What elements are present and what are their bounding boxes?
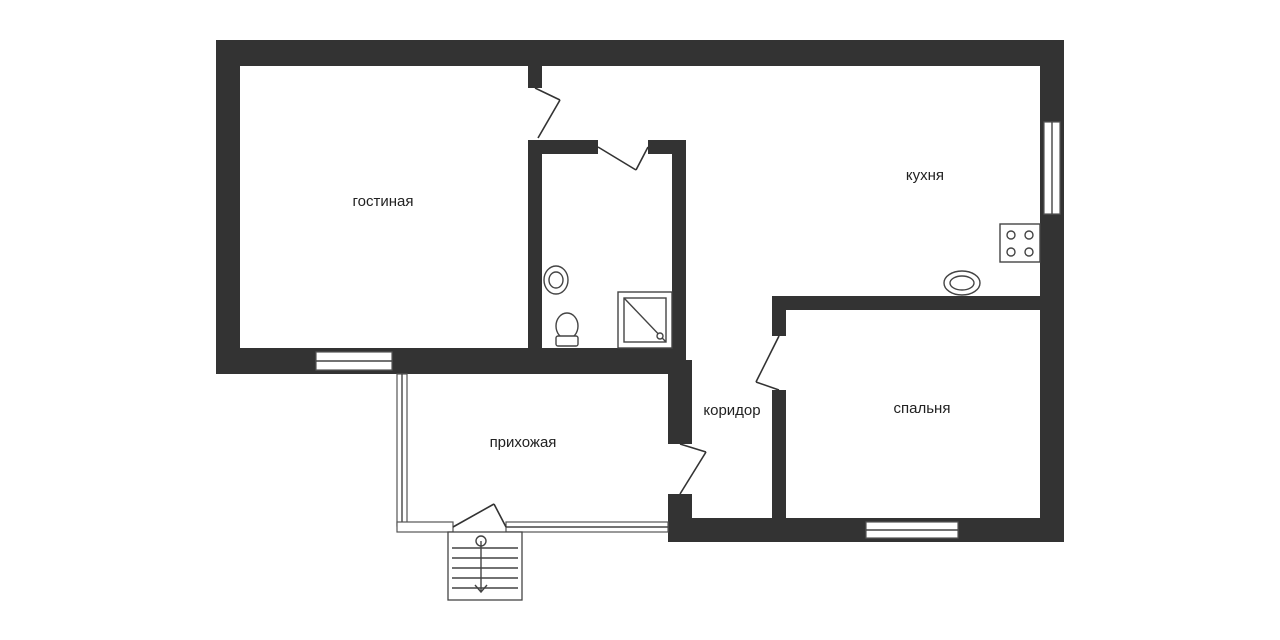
wall-right	[1040, 40, 1064, 542]
wall-bathroom-top-left	[528, 140, 598, 154]
wall-bathroom-left	[528, 140, 542, 350]
door-living-kitchen	[534, 87, 561, 139]
doors	[452, 87, 780, 528]
kitchen-sink-icon	[943, 270, 981, 296]
walls	[216, 40, 1064, 542]
stove-icon	[999, 223, 1041, 263]
door-entrance	[452, 503, 507, 528]
door-hallway-corridor	[679, 443, 707, 495]
wall-bathroom-right	[672, 140, 686, 360]
shower-tray-icon	[617, 291, 673, 349]
window-hallway-bottom-left	[396, 521, 454, 533]
door-bathroom	[597, 146, 649, 171]
toilet-icon	[555, 312, 579, 347]
washbasin-icon	[543, 265, 569, 295]
room-label-bedroom: спальня	[894, 400, 951, 417]
room-label-living: гостиная	[353, 193, 414, 210]
wall-bedroom-left-upper	[772, 296, 786, 336]
wall-bedroom-top	[772, 296, 1064, 310]
wall-left	[216, 40, 240, 374]
wall-corridor-left-upper	[668, 360, 692, 444]
wall-corridor-left-lower	[668, 494, 692, 542]
room-label-hallway: прихожая	[490, 434, 557, 451]
wall-living-right-upper	[528, 66, 542, 88]
door-bedroom	[755, 335, 780, 391]
windows	[315, 121, 1061, 539]
room-label-kitchen: кухня	[906, 167, 944, 184]
wall-top	[216, 40, 1064, 66]
wall-living-bottom	[216, 348, 686, 374]
room-label-corridor: коридор	[703, 402, 760, 419]
staircase-icon	[447, 531, 523, 601]
wall-bedroom-left-lower	[772, 390, 786, 530]
